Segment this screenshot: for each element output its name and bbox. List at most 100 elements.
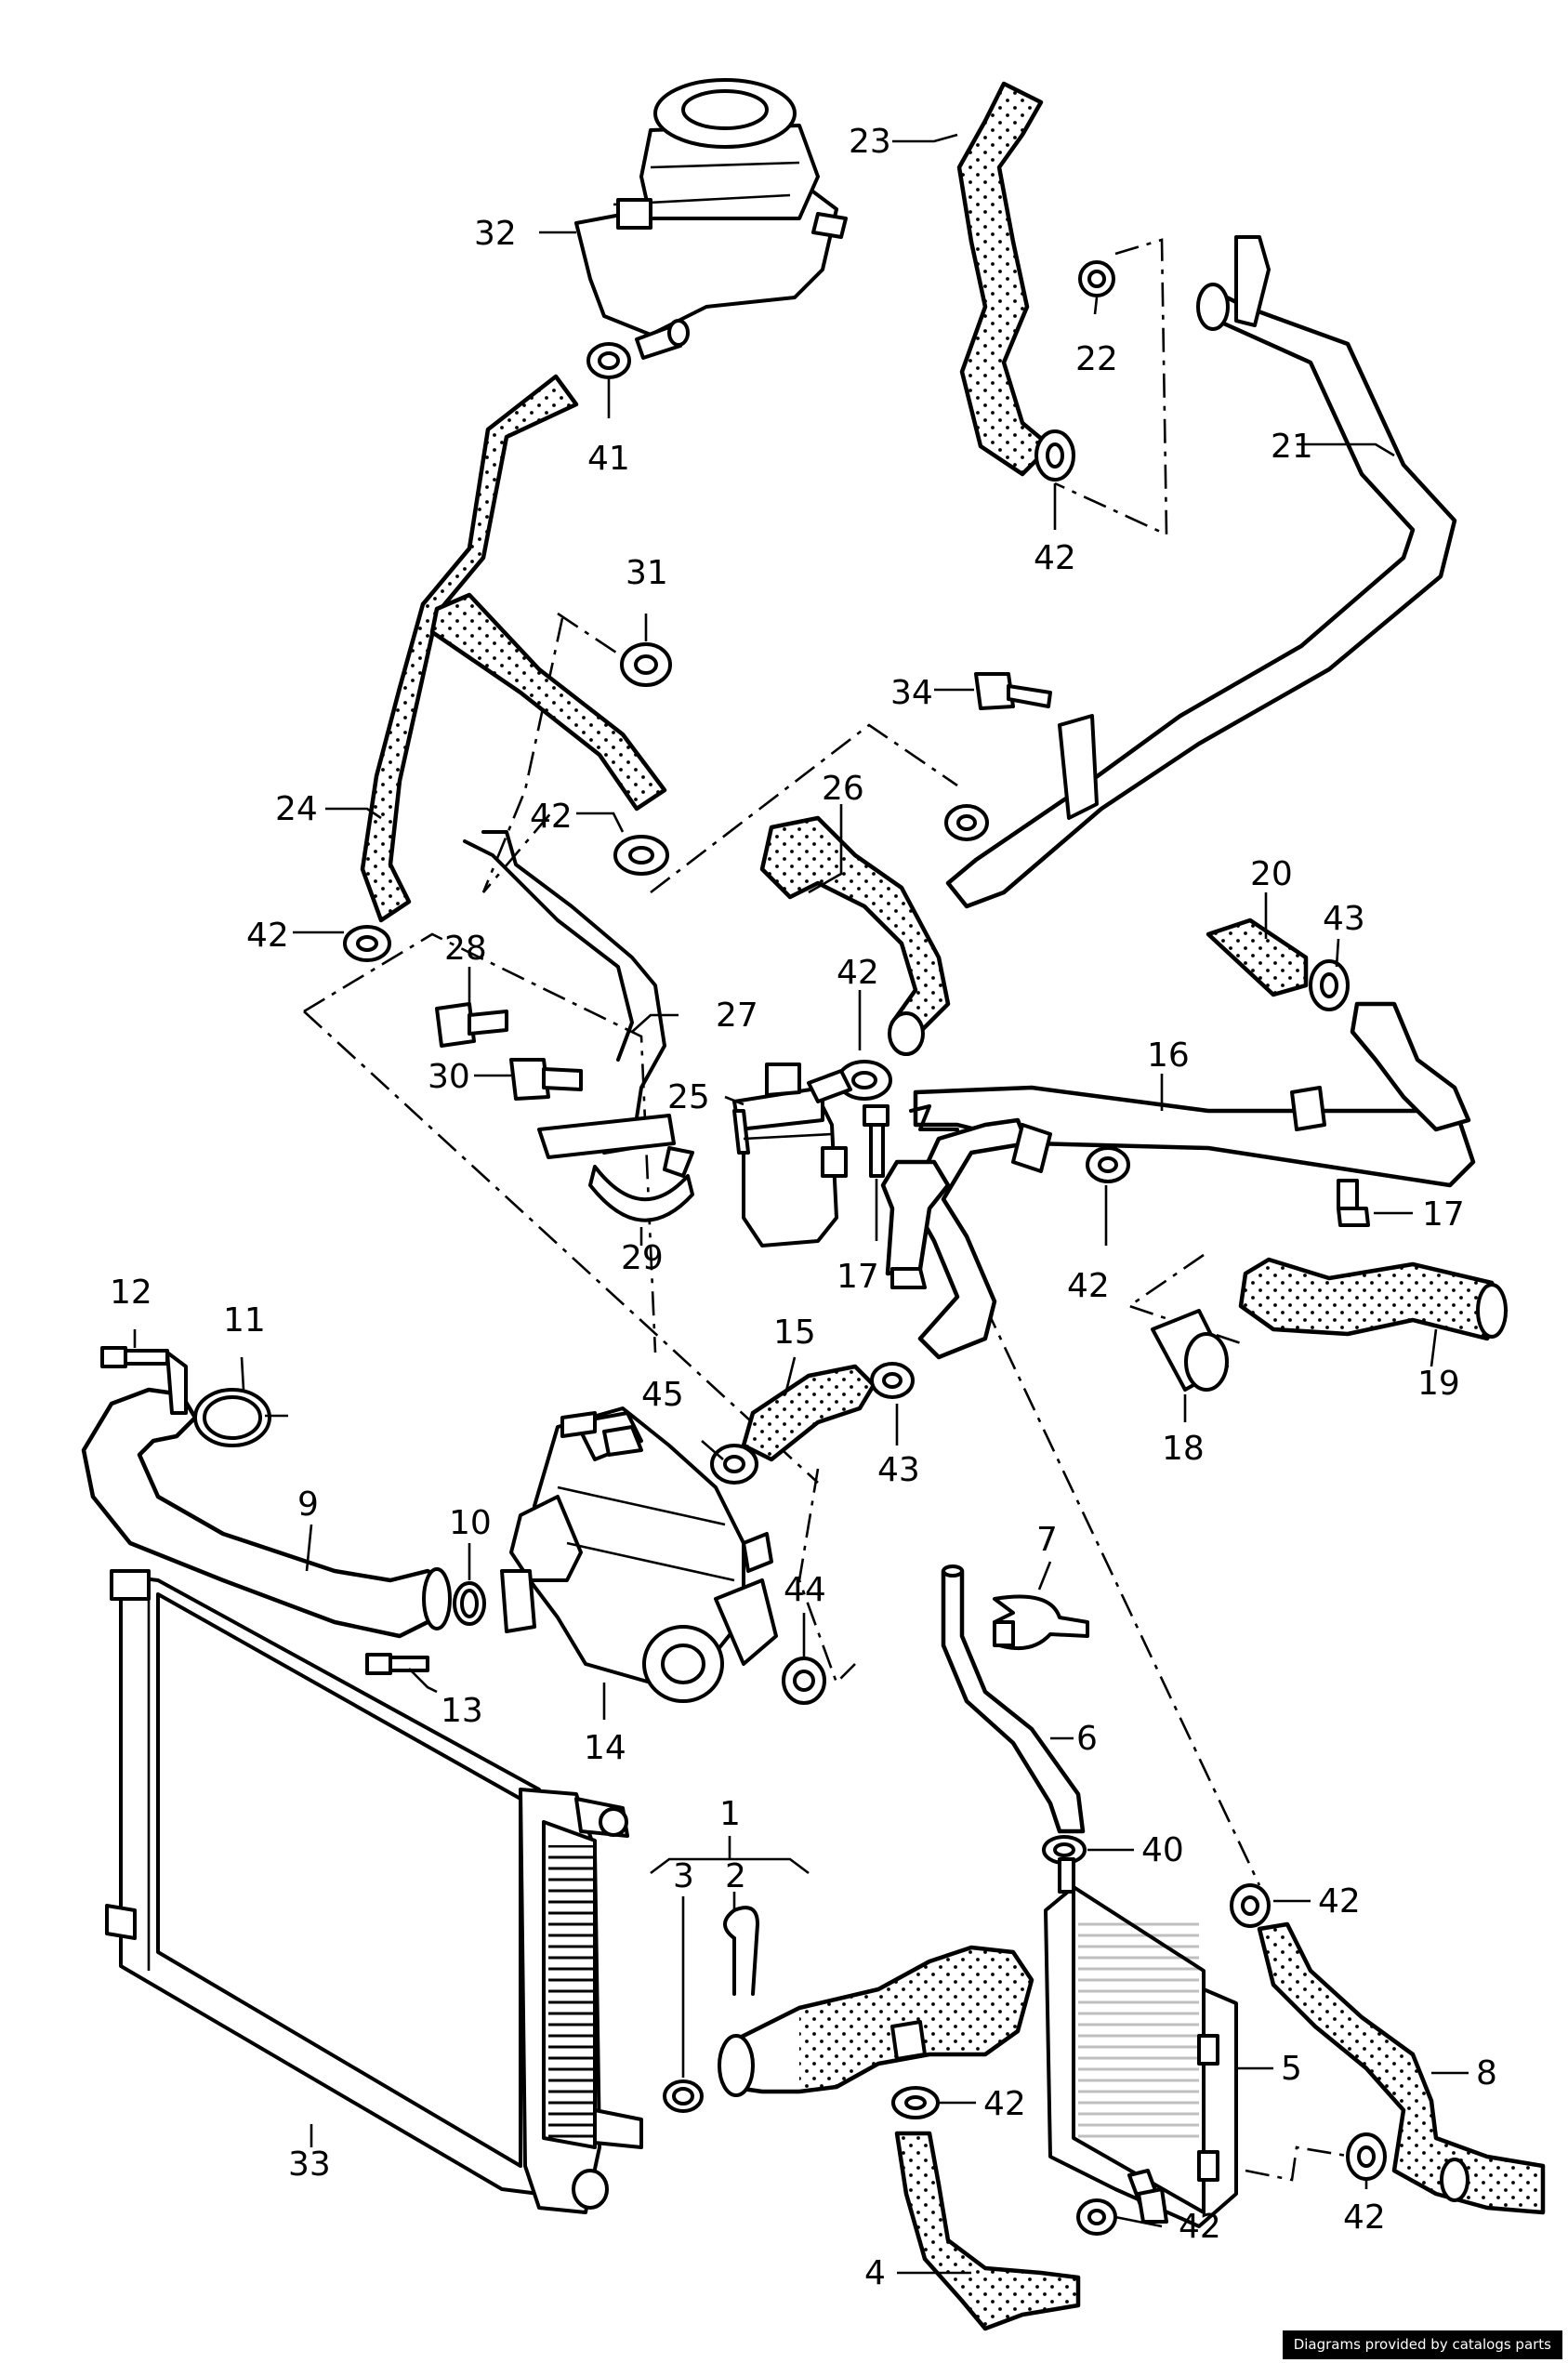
clamp-42-right-upper [944,804,989,841]
clamp-42-cooler-bottom [1346,2132,1387,2181]
expansion-tank [574,78,848,360]
callout-44: 44 [784,1571,826,1609]
callout-3: 3 [673,1857,694,1895]
clamp-44 [782,1657,826,1705]
nut-22 [1078,260,1115,297]
hose-8 [1257,1921,1546,2215]
clamp-42-pump-top [613,835,669,876]
callout-5: 5 [1281,2050,1302,2088]
callout-28: 28 [444,930,487,968]
callout-4: 4 [864,2254,886,2292]
callout-24: 24 [275,790,318,828]
callout-42-g: 42 [983,2085,1026,2123]
thermostat-housing-14 [509,1406,778,1703]
callout-9: 9 [297,1485,319,1524]
clamp-42-lower [1076,2198,1117,2236]
clip-2 [723,1906,759,1996]
o-ring-10 [453,1581,486,1626]
callout-33: 33 [288,2145,331,2184]
callout-27: 27 [716,997,758,1035]
callout-11: 11 [223,1301,266,1340]
clamp-41 [586,342,631,379]
callout-8: 8 [1476,2054,1497,2092]
callout-2: 2 [725,1857,746,1895]
callout-13: 13 [441,1692,483,1730]
callout-42-c: 42 [246,917,289,955]
centre-pipe [880,1117,1030,1360]
cooler-5 [1044,1857,1238,2228]
hose-9 [81,1387,452,1639]
callout-40: 40 [1141,1831,1184,1869]
callout-34: 34 [890,674,933,712]
callout-42-b: 42 [530,798,573,836]
bolt-30 [509,1058,583,1101]
hose-24 [360,374,579,923]
callout-42-f: 42 [1318,1882,1361,1921]
callout-32: 32 [474,215,517,253]
callout-23: 23 [849,123,891,161]
hose-assembly-1 [718,1945,1034,2097]
clamp-43-upper [1309,959,1350,1011]
callout-18: 18 [1162,1430,1205,1468]
callout-labels: 32 23 22 41 21 42 31 34 24 42 26 20 43 4… [110,123,1497,2292]
screw-13 [365,1653,429,1675]
callout-26: 26 [822,770,864,808]
callout-31: 31 [626,554,668,592]
group-bracket-1 [650,1836,810,1875]
callout-7: 7 [1036,1521,1058,1559]
clamp-42-centre-bottom [891,2086,940,2119]
clamp-42-cooler-top [1230,1883,1271,1928]
callout-20: 20 [1250,855,1293,893]
o-ring-11 [193,1388,271,1447]
clamp-43-lower [870,1362,915,1399]
clamp-40 [1042,1835,1087,1865]
screw-12 [100,1346,188,1415]
callout-42-e: 42 [1067,1267,1110,1305]
clamp-42-left-upper [343,925,391,962]
bolt-34 [974,672,1052,710]
callout-43-a: 43 [1323,900,1365,938]
clip-7 [993,1594,1089,1650]
callout-25: 25 [667,1078,710,1116]
callout-22: 22 [1075,340,1118,378]
hose-branch [429,592,667,812]
credit-badge: Diagrams provided by catalogs parts [1282,2330,1562,2359]
dashed-connection-lines [303,238,1353,2182]
callout-45: 45 [641,1376,684,1414]
callout-1: 1 [719,1795,741,1833]
pipe-21 [945,235,1457,909]
pipe-16 [909,1085,1476,1188]
sleeve-20 [1206,917,1309,997]
callout-17-b: 17 [1422,1195,1465,1234]
callout-19: 19 [1417,1365,1460,1403]
clamp-29 [588,1146,694,1222]
bolt-28 [435,1002,508,1048]
clamp-42-top [1034,429,1075,482]
screw-17-left [863,1104,889,1178]
callout-12: 12 [110,1274,152,1312]
callout-10: 10 [449,1504,492,1542]
callout-41: 41 [587,440,630,478]
sleeve-18 [1151,1309,1229,1392]
callout-15: 15 [773,1314,816,1352]
screw-17-right [1337,1179,1370,1227]
flange [500,1569,536,1633]
callout-29: 29 [621,1239,664,1277]
callout-30: 30 [428,1058,470,1096]
callout-21: 21 [1271,428,1313,466]
callout-42-i: 42 [1343,2198,1386,2237]
hose-joint [1011,1123,1052,1173]
auxiliary-pump-25 [732,1063,852,1248]
callout-42-h: 42 [1179,2208,1221,2246]
hose-4 [894,2131,1081,2331]
clamp-31 [620,642,672,687]
hose-to-16 [1350,1001,1471,1132]
clamp-42-near-16 [1086,1146,1130,1183]
callout-14: 14 [584,1729,626,1767]
pipe-6 [941,1564,1086,1834]
hose-15 [741,1364,876,1462]
radiator-33 [105,1569,643,2214]
callout-6: 6 [1076,1720,1098,1758]
callout-43-b: 43 [877,1451,920,1489]
